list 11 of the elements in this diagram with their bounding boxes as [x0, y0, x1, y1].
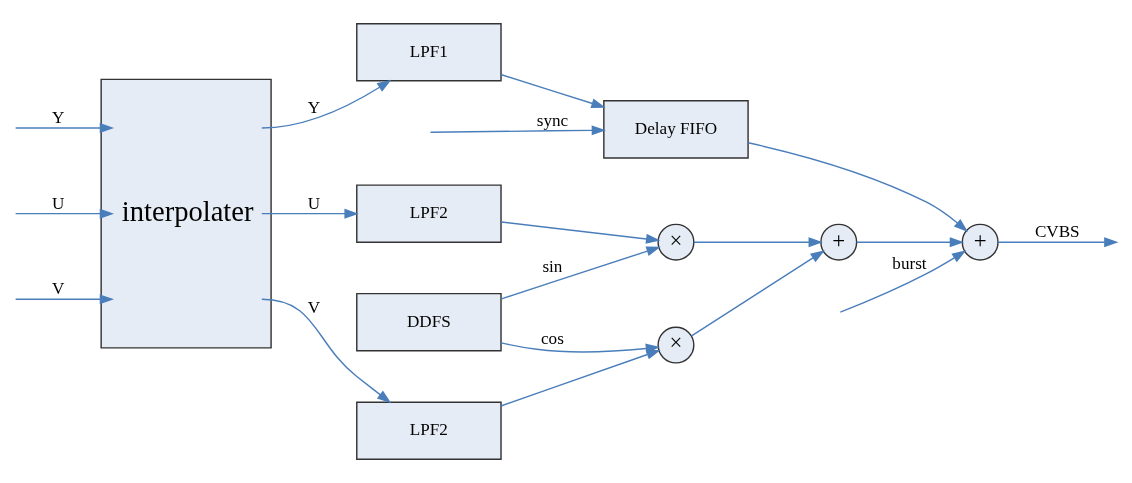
edge-label: U [307, 193, 321, 213]
edge-label: cos [541, 329, 564, 349]
edge-label: Y [307, 98, 321, 118]
edge-label: burst [892, 253, 927, 273]
edge-label: V [52, 279, 65, 299]
edge-label: U [52, 193, 65, 213]
edge-label: Y [52, 108, 65, 128]
edge-label: sync [536, 110, 569, 130]
edge-label: CVBS [1034, 222, 1080, 242]
edge-label: sin [542, 256, 563, 276]
edge-label: V [307, 298, 321, 318]
